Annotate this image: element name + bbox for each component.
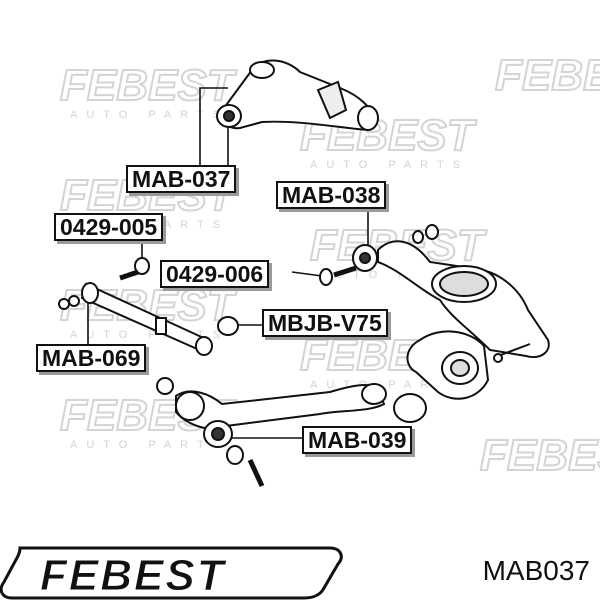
watermark-word: FEBEST: [495, 51, 600, 100]
callout-mab-038: MAB-038: [276, 181, 387, 209]
watermark-9: FEBEST: [494, 50, 600, 101]
watermark-word: FEBEST: [60, 61, 237, 110]
callout-mab-038-text: MAB-038: [282, 182, 381, 208]
callout-0429-005-text: 0429-005: [60, 214, 158, 240]
leader-lines: [87, 87, 369, 439]
callout-0429-006: 0429-006: [160, 260, 270, 288]
upper-control-arm: [216, 59, 379, 132]
callout-mab-069-text: MAB-069: [42, 345, 141, 371]
knuckle: [393, 330, 531, 423]
callout-mab-037-text: MAB-037: [132, 166, 231, 192]
callout-mab-039-text: MAB-039: [308, 427, 407, 453]
watermark-sub: AUTO PARTS: [70, 109, 229, 121]
lower-control-arm: [175, 383, 387, 448]
lateral-link: [58, 282, 213, 356]
watermark-sub: AUTO PARTS: [70, 439, 229, 451]
leader-0429-006: [291, 271, 323, 277]
fasteners: [119, 257, 357, 488]
callout-mab-069: MAB-069: [36, 344, 147, 372]
callout-mbjb-v75: MBJB-V75: [262, 309, 388, 337]
watermark-1: FEBEST AUTO PARTS: [59, 60, 238, 121]
callout-0429-005: 0429-005: [54, 213, 164, 241]
leader-mab037: [199, 87, 228, 165]
watermark-word: FEBEST: [480, 431, 600, 480]
callout-mbjb-v75-text: MBJB-V75: [268, 310, 382, 336]
watermark-8: FEBEST: [479, 430, 600, 481]
callout-mab-039: MAB-039: [302, 426, 413, 454]
part-number: MAB037: [482, 555, 590, 586]
callout-0429-006-text: 0429-006: [166, 261, 264, 287]
logo-wordmark: FEBEST: [40, 551, 227, 600]
watermark-sub: AUTO PARTS: [310, 159, 469, 171]
callout-mab-037: MAB-037: [126, 165, 237, 193]
trailing-arm: [352, 224, 550, 358]
febest-logo: FEBEST: [0, 546, 343, 601]
logo-frame: [0, 546, 343, 600]
